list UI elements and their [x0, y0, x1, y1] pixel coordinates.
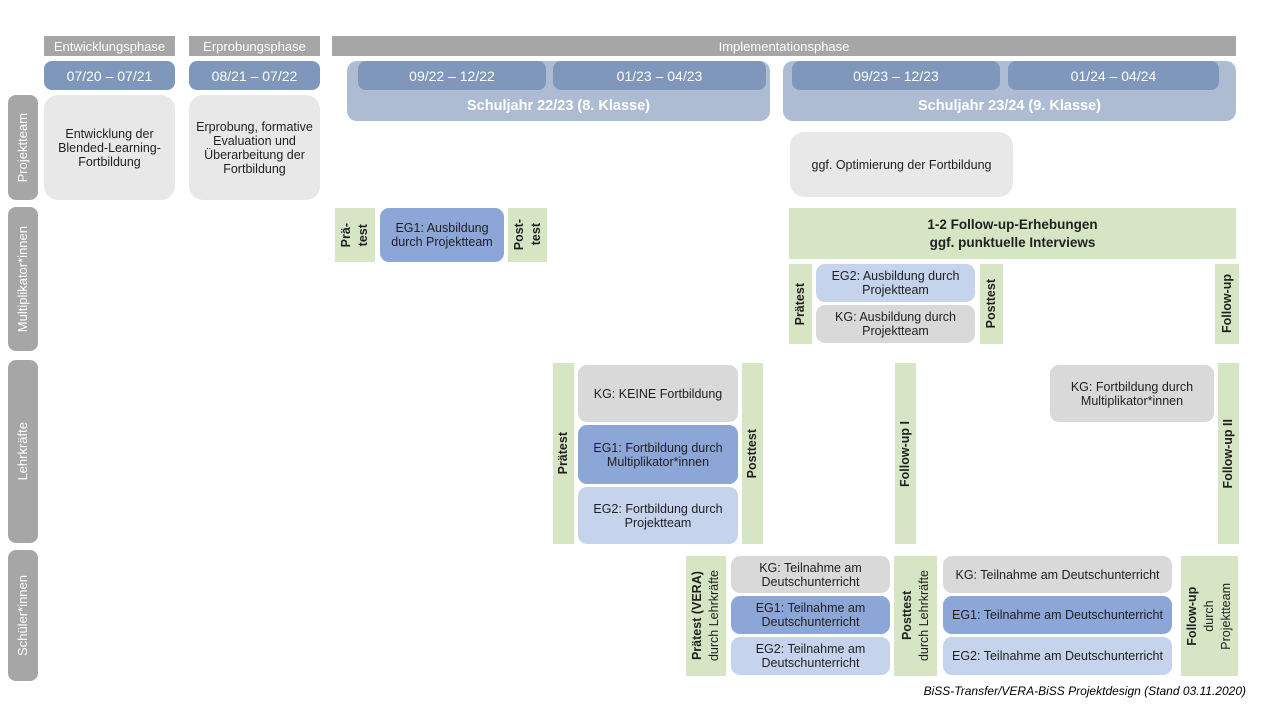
box-entwicklung-fortbildung: Entwicklung der Blended-Learning-Fortbil… — [44, 95, 175, 200]
row-label-projektteam-text: Projektteam — [15, 112, 31, 183]
box-optimierung-fortbildung: ggf. Optimierung der Fortbildung — [790, 132, 1013, 197]
date-pill-erprobung: 08/21 – 07/22 — [189, 61, 320, 90]
box-lehrkraefte-kg2: KG: Fortbildung durch Multiplikator*inne… — [1050, 365, 1214, 422]
box-erprobung-evaluation: Erprobung, formative Evaluation und Über… — [189, 95, 320, 200]
school-year-band-23-24: 09/23 – 12/23 01/24 – 04/24 Schuljahr 23… — [783, 61, 1236, 121]
multiplikatoren-posttest2-text: Posttest — [984, 279, 999, 329]
box-multiplikatoren-eg2: EG2: Ausbildung durch Projektteam — [816, 264, 975, 302]
date-pill-entwicklung: 07/20 – 07/21 — [44, 61, 175, 90]
box-multiplikatoren-praetest1: Prä- test — [335, 208, 375, 262]
row-label-lehrkraefte-text: Lehrkräfte — [15, 422, 31, 481]
phase-bar-implementation: Implementationsphase — [332, 36, 1236, 56]
schueler-praetest-text: Prätest (VERA) durch Lehrkräfte — [689, 570, 723, 661]
phase-bar-entwicklung: Entwicklungsphase — [44, 36, 175, 56]
schueler-followup-sub: durch Projektteam — [1202, 582, 1233, 650]
schueler-followup-text: Follow-up durch Projektteam — [1184, 583, 1235, 650]
box-schueler-eg2-right: EG2: Teilnahme am Deutschunterricht — [943, 637, 1172, 675]
box-multiplikatoren-eg1: EG1: Ausbildung durch Projektteam — [380, 208, 504, 262]
box-multiplikatoren-kg: KG: Ausbildung durch Projektteam — [816, 305, 975, 343]
lehrkraefte-followup1-text: Follow-up I — [898, 420, 913, 487]
date-pill-term1-22-23: 09/22 – 12/22 — [358, 61, 546, 90]
schueler-praetest-title: Prätest (VERA) — [690, 571, 705, 661]
row-label-multiplikatoren-text: Multiplikator*innen — [15, 225, 31, 333]
box-lehrkraefte-followup1: Follow-up I — [895, 363, 916, 544]
box-multiplikatoren-followup: Follow-up — [1215, 264, 1239, 344]
row-label-multiplikatoren: Multiplikator*innen — [8, 207, 38, 351]
date-pill-term1-23-24: 09/23 – 12/23 — [792, 61, 1000, 90]
box-schueler-eg2-left: EG2: Teilnahme am Deutschunterricht — [731, 637, 890, 675]
box-multiplikatoren-posttest1: Post- test — [508, 208, 547, 262]
multiplikatoren-followup-text: Follow-up — [1219, 274, 1234, 334]
row-label-schueler-text: Schüler*innen — [15, 575, 31, 656]
multiplikatoren-posttest1-text: Post- test — [511, 219, 543, 251]
box-schueler-eg1-right: EG1: Teilnahme am Deutschunterricht — [943, 596, 1172, 634]
schueler-praetest-sub: durch Lehrkräfte — [707, 570, 721, 662]
multiplikatoren-praetest1-text: Prä- test — [339, 222, 370, 248]
box-lehrkraefte-posttest: Posttest — [742, 363, 763, 544]
date-pill-term2-22-23: 01/23 – 04/23 — [553, 61, 766, 90]
box-followup-erhebungen: 1-2 Follow-up-Erhebungen ggf. punktuelle… — [789, 208, 1236, 259]
school-year-band-22-23: 09/22 – 12/22 01/23 – 04/23 Schuljahr 22… — [347, 61, 770, 121]
box-lehrkraefte-eg1: EG1: Fortbildung durch Multiplikator*inn… — [578, 425, 738, 484]
box-schueler-praetest: Prätest (VERA) durch Lehrkräfte — [686, 556, 726, 676]
date-pill-term2-23-24: 01/24 – 04/24 — [1008, 61, 1219, 90]
box-multiplikatoren-posttest2: Posttest — [980, 264, 1003, 344]
box-schueler-followup: Follow-up durch Projektteam — [1181, 556, 1238, 676]
row-label-projektteam: Projektteam — [8, 95, 38, 200]
school-year-label-23-24: Schuljahr 23/24 (9. Klasse) — [918, 97, 1101, 114]
school-year-label-22-23: Schuljahr 22/23 (8. Klasse) — [467, 97, 650, 114]
schueler-followup-title: Follow-up — [1185, 586, 1200, 646]
box-multiplikatoren-praetest2: Prätest — [789, 264, 812, 344]
schueler-posttest-sub: durch Lehrkräfte — [916, 570, 931, 662]
box-lehrkraefte-praetest: Prätest — [553, 363, 574, 544]
box-schueler-eg1-left: EG1: Teilnahme am Deutschunterricht — [731, 596, 890, 634]
schueler-posttest-text: Posttest durch Lehrkräfte — [899, 570, 933, 661]
schueler-posttest-title: Posttest — [899, 591, 914, 641]
phase-bar-erprobung: Erprobungsphase — [189, 36, 320, 56]
box-schueler-posttest: Posttest durch Lehrkräfte — [894, 556, 937, 676]
box-lehrkraefte-kg: KG: KEINE Fortbildung — [578, 365, 738, 422]
box-schueler-kg-left: KG: Teilnahme am Deutschunterricht — [731, 556, 890, 593]
diagram-caption: BiSS-Transfer/VERA-BiSS Projektdesign (S… — [923, 684, 1246, 698]
multiplikatoren-praetest2-text: Prätest — [793, 282, 808, 326]
row-label-lehrkraefte: Lehrkräfte — [8, 360, 38, 543]
row-label-schueler: Schüler*innen — [8, 550, 38, 681]
lehrkraefte-posttest-text: Posttest — [745, 428, 760, 479]
box-schueler-kg-right: KG: Teilnahme am Deutschunterricht — [943, 556, 1172, 593]
box-lehrkraefte-eg2: EG2: Fortbildung durch Projektteam — [578, 487, 738, 544]
lehrkraefte-followup2-text: Follow-up II — [1221, 418, 1236, 489]
box-lehrkraefte-followup2: Follow-up II — [1218, 363, 1239, 544]
lehrkraefte-praetest-text: Prätest — [556, 432, 571, 475]
